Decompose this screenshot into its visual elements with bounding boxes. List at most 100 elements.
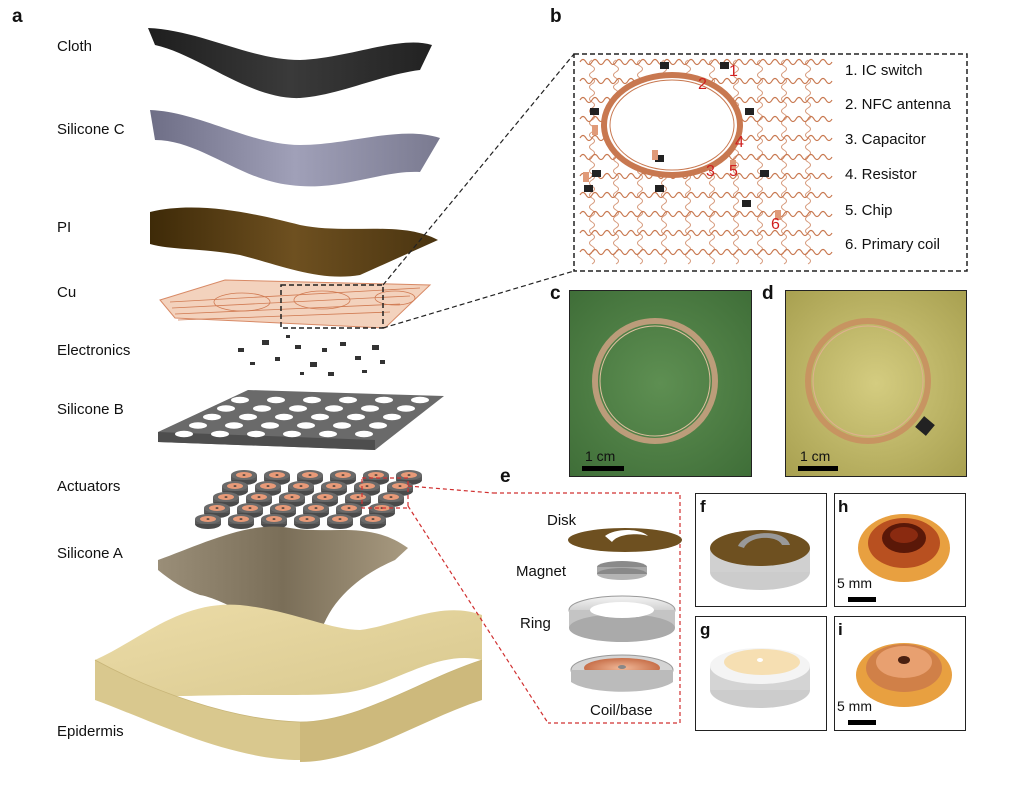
ic-component [592,170,601,177]
panel-f-frame [695,493,827,607]
panel-h-frame [834,493,966,607]
ic-component [760,170,769,177]
silicone-b-hole [239,413,257,421]
capacitor-pad [652,150,658,160]
marker-2: 2 [698,76,707,93]
electronics-layer [238,335,385,376]
cloth-layer [148,28,432,99]
layer-label-cloth: Cloth [57,38,93,55]
legend-nfc-antenna: 2. NFC antenna [845,96,951,113]
panel-f-render [710,530,810,590]
legend-primary-coil: 6. Primary coil [845,236,941,253]
silicone-b-hole [217,405,235,412]
silicone-b-hole [175,430,193,438]
silicone-b-hole [297,422,315,429]
actuator-unit [360,514,386,529]
panel-b-circuit [579,58,833,265]
silicone-b-hole [189,422,207,429]
silicone-b-hole [253,405,271,412]
part-label-ring: Ring [520,615,551,632]
silicone-b-hole [397,405,415,412]
legend-capacitor: 3. Capacitor [845,131,926,148]
panel-label-d: d [762,283,774,304]
silicone-b-hole [247,430,265,438]
silicone-b-hole [261,422,279,429]
ic-component [655,155,664,162]
panel-label-a: a [12,6,23,27]
capacitor-pad [583,172,589,182]
layer-label-electronics: Electronics [57,342,131,359]
silicone-b-hole [333,422,351,429]
actuators-layer [195,470,422,529]
panel-label-c: c [550,283,561,304]
marker-6: 6 [771,216,780,233]
serpentine-wire [805,59,811,265]
actuator-unit [261,514,287,529]
scale-label-i: 5 mm [837,698,872,714]
panel-label-g: g [700,620,711,639]
nfc-antenna-coil-inner [609,79,735,171]
silicone-b-hole [369,422,387,429]
ic-component [660,62,669,69]
marker-5: 5 [729,163,738,180]
silicone-b-hole [339,396,357,404]
scale-bar-h [848,597,876,602]
actuator-unit [378,492,404,507]
serpentine-wire [579,172,833,180]
actuator-unit [195,514,221,529]
actuator-unit [327,514,353,529]
actuator-unit [294,514,320,529]
silicone-b-hole [275,413,293,421]
serpentine-wire [579,191,833,199]
silicone-b-hole [311,413,329,421]
actuator-unit [246,492,272,507]
layer-label-actuators: Actuators [57,478,121,495]
actuator-unit [303,503,329,518]
scale-bar-d [798,466,838,471]
epidermis-layer [94,604,483,762]
layer-label-epidermis: Epidermis [57,723,124,740]
capacitor-pad [592,125,598,135]
silicone-b-hole [325,405,343,412]
panel-i-frame [834,616,966,731]
capacitor-pad [730,160,736,170]
marker-4: 4 [735,134,744,151]
panel-g-render [710,648,810,708]
silicone-b-hole [383,413,401,421]
ic-component [590,108,599,115]
nfc-antenna-coil [601,72,743,178]
panel-e-actuator [568,528,682,692]
layer-label-silicone-c: Silicone C [57,121,125,138]
layer-label-silicone-b: Silicone B [57,401,124,418]
layer-label-pi: PI [57,219,72,236]
serpentine-wire [579,58,833,66]
serpentine-wire [579,248,833,256]
layer-label-silicone-a: Silicone A [57,545,123,562]
actuator-unit [321,481,347,496]
panel-label-f: f [700,497,706,516]
serpentine-wire [589,59,595,265]
serpentine-wire [781,59,787,265]
ic-component [584,185,593,192]
ic-component [745,108,754,115]
marker-1: 1 [729,63,738,80]
actuator-unit [270,503,296,518]
cu-layer [159,279,432,329]
panel-d-photo [785,290,967,477]
ic-component [742,200,751,207]
silicone-b-layer [158,390,444,450]
silicone-b-hole [289,405,307,412]
serpentine-wire [579,229,833,237]
legend-chip: 5. Chip [845,202,893,219]
actuator-unit [228,514,254,529]
silicone-b-hole [361,405,379,412]
panel-label-i: i [838,620,843,639]
panel-label-e: e [500,466,511,487]
actuator-unit [264,470,290,485]
silicone-b-hole [375,396,393,404]
legend-ic-switch: 1. IC switch [845,62,923,79]
panel-h-photo [858,514,950,582]
silicone-b-hole [347,413,365,421]
actuator-unit [345,492,371,507]
